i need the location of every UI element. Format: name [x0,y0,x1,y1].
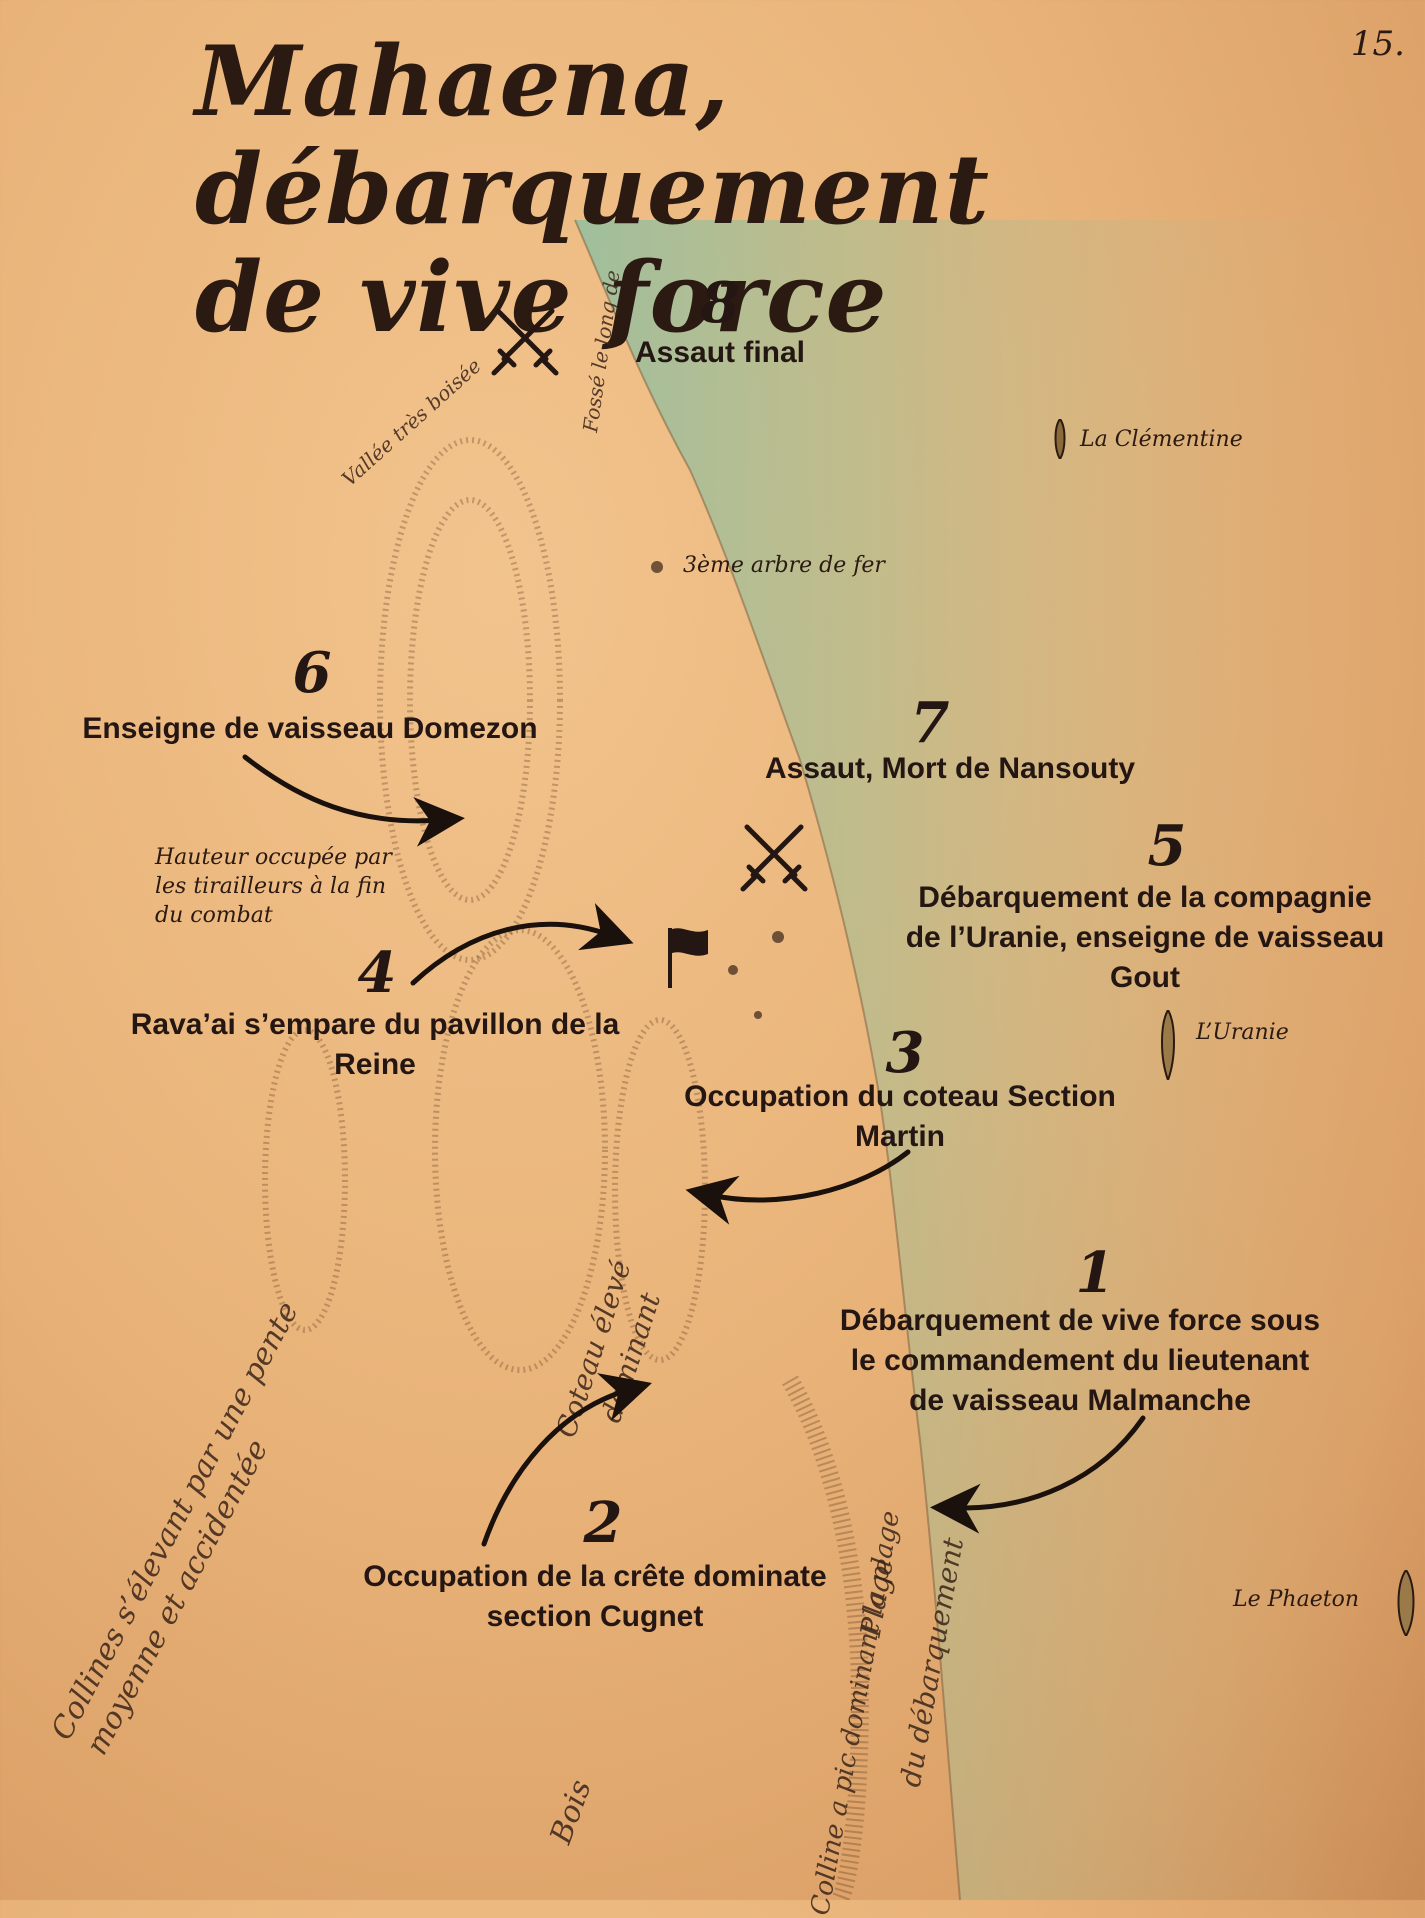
event-2-number: 2 [583,1490,623,1556]
event-2-caption: Occupation de la crête dominate section … [310,1557,880,1637]
event-1-caption-line: Débarquement de vive force sous [839,1304,1321,1337]
event-6-caption-line: Enseigne de vaisseau Domezon [82,712,538,745]
ship-uranie: L’Uranie [1196,1020,1289,1045]
ship-phaeton: Le Phaeton [1233,1587,1359,1612]
event-2-caption-line: section Cugnet [486,1600,704,1633]
event-3-caption-line: Occupation du coteau Section [684,1080,1116,1113]
page-title: Mahaena, débarquement de vive force [195,28,1425,352]
event-4-caption: Rava’ai s’empare du pavillon de la Reine [90,1005,660,1085]
arrow-icon [685,1149,911,1225]
label-height-line: Hauteur occupée par [155,845,392,870]
arrow-icon [410,903,634,986]
arrow-icon [481,1373,652,1547]
event-5-caption-line: Gout [1110,961,1180,994]
event-8-number: 8 [700,270,740,336]
ship-icon [1397,1570,1415,1636]
event-1-caption: Débarquement de vive force sous le comma… [800,1301,1360,1421]
hill-north [377,437,563,963]
hill-center [432,927,608,1373]
ship-icon [1161,1010,1175,1080]
event-3-number: 3 [885,1020,925,1086]
event-5-caption-line: Débarquement de la compagnie [918,881,1372,914]
arrow-icon [242,754,465,847]
event-6-caption: Enseigne de vaisseau Domezon [40,709,580,749]
page-number: 15. [1350,24,1405,64]
flag-icon [668,928,708,988]
event-3-caption-line: Martin [855,1120,945,1153]
title-line-1: Mahaena, débarquement [195,25,990,246]
event-6-number: 6 [292,640,332,706]
event-8-caption: Assaut final [560,333,880,373]
event-7-caption-line: Assaut, Mort de Nansouty [764,752,1136,785]
event-4-caption-line: Rava’ai s’empare du pavillon de la [130,1008,620,1041]
title-line-2: de vive force [195,241,888,354]
ship-clementine: La Clémentine [1080,427,1243,452]
event-2-caption-line: Occupation de la crête dominate [363,1560,827,1593]
event-3-caption: Occupation du coteau Section Martin [630,1077,1170,1157]
event-7-number: 7 [910,690,950,756]
event-7-caption: Assaut, Mort de Nansouty [700,749,1200,789]
crossed-swords-icon [491,308,559,376]
label-height-line: du combat [155,903,273,928]
event-1-number: 1 [1075,1240,1115,1306]
event-1-caption-line: de vaisseau Malmanche [909,1384,1251,1417]
hill-west [262,1027,348,1333]
ship-icon [1054,419,1066,459]
event-1-caption-line: le commandement du lieutenant [850,1344,1310,1377]
label-height: Hauteur occupée par les tirailleurs à la… [155,843,392,930]
arrow-icon [930,1415,1146,1534]
event-8-caption-line: Assaut final [634,336,806,369]
event-5-caption: Débarquement de la compagnie de l’Uranie… [865,878,1425,998]
event-4-caption-line: Reine [334,1048,416,1081]
coastline [574,219,961,1900]
label-tree: 3ème arbre de fer [683,553,885,578]
sea-area [575,220,1425,1900]
label-height-line: les tirailleurs à la fin [155,874,387,899]
event-5-number: 5 [1147,813,1187,879]
crossed-swords-icon [740,824,808,892]
event-4-number: 4 [357,940,397,1006]
event-5-caption-line: de l’Uranie, enseigne de vaisseau [905,921,1385,954]
